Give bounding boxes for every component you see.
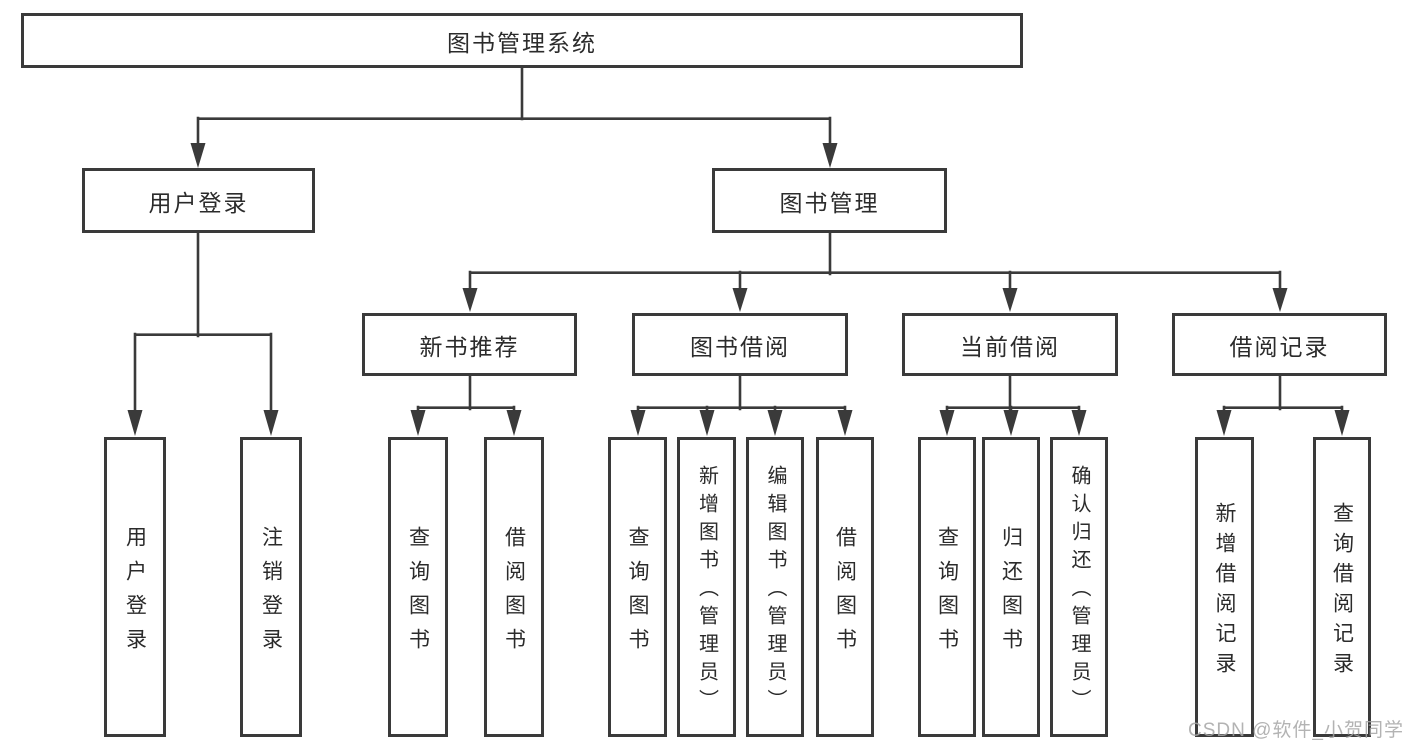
leaf-newbook-query: 查询图书 <box>388 437 448 737</box>
leaf-newbook-borrow-label: 借阅图书 <box>502 525 526 662</box>
leaf-logout-label: 注销登录 <box>259 525 283 662</box>
node-book-borrow: 图书借阅 <box>632 313 848 376</box>
leaf-borrow-edit-admin: 编辑图书（管理员） <box>746 437 804 737</box>
leaf-borrow-book: 借阅图书 <box>816 437 874 737</box>
leaf-user-login: 用户登录 <box>104 437 166 737</box>
leaf-current-return: 归还图书 <box>982 437 1040 737</box>
node-new-book-recommend-label: 新书推荐 <box>419 333 520 360</box>
watermark-text: CSDN @软件_小贺同学 <box>1188 720 1404 741</box>
leaf-borrow-query: 查询图书 <box>608 437 667 737</box>
leaf-borrow-add-admin: 新增图书（管理员） <box>677 437 736 737</box>
leaf-newbook-borrow: 借阅图书 <box>484 437 544 737</box>
leaf-current-return-label: 归还图书 <box>999 525 1023 662</box>
node-new-book-recommend: 新书推荐 <box>362 313 577 376</box>
node-borrow-records-label: 借阅记录 <box>1229 333 1330 360</box>
leaf-borrow-edit-admin-label: 编辑图书（管理员） <box>764 465 786 717</box>
node-user-login-label: 用户登录 <box>148 189 249 216</box>
node-root: 图书管理系统 <box>21 13 1023 68</box>
node-current-borrow: 当前借阅 <box>902 313 1118 376</box>
node-book-borrow-label: 图书借阅 <box>690 333 790 360</box>
node-borrow-records: 借阅记录 <box>1172 313 1387 376</box>
leaf-current-query: 查询图书 <box>918 437 976 737</box>
leaf-borrow-query-label: 查询图书 <box>626 525 649 662</box>
leaf-records-add-label: 新增借阅记录 <box>1213 501 1236 682</box>
node-book-management-label: 图书管理 <box>779 189 880 216</box>
leaf-current-confirm-return-admin: 确认归还（管理员） <box>1050 437 1108 737</box>
leaf-records-query-label: 查询借阅记录 <box>1330 501 1354 682</box>
leaf-newbook-query-label: 查询图书 <box>406 525 430 662</box>
node-user-login: 用户登录 <box>82 168 315 233</box>
node-root-label: 图书管理系统 <box>447 29 597 56</box>
leaf-records-add: 新增借阅记录 <box>1195 437 1254 737</box>
leaf-borrow-add-admin-label: 新增图书（管理员） <box>695 465 718 717</box>
node-current-borrow-label: 当前借阅 <box>960 333 1060 360</box>
node-book-management: 图书管理 <box>712 168 947 233</box>
leaf-current-confirm-return-admin-label: 确认归还（管理员） <box>1068 465 1090 717</box>
leaf-user-login-label: 用户登录 <box>123 525 147 662</box>
leaf-logout: 注销登录 <box>240 437 302 737</box>
leaf-records-query: 查询借阅记录 <box>1313 437 1371 737</box>
leaf-borrow-book-label: 借阅图书 <box>833 525 857 662</box>
leaf-current-query-label: 查询图书 <box>935 525 959 662</box>
